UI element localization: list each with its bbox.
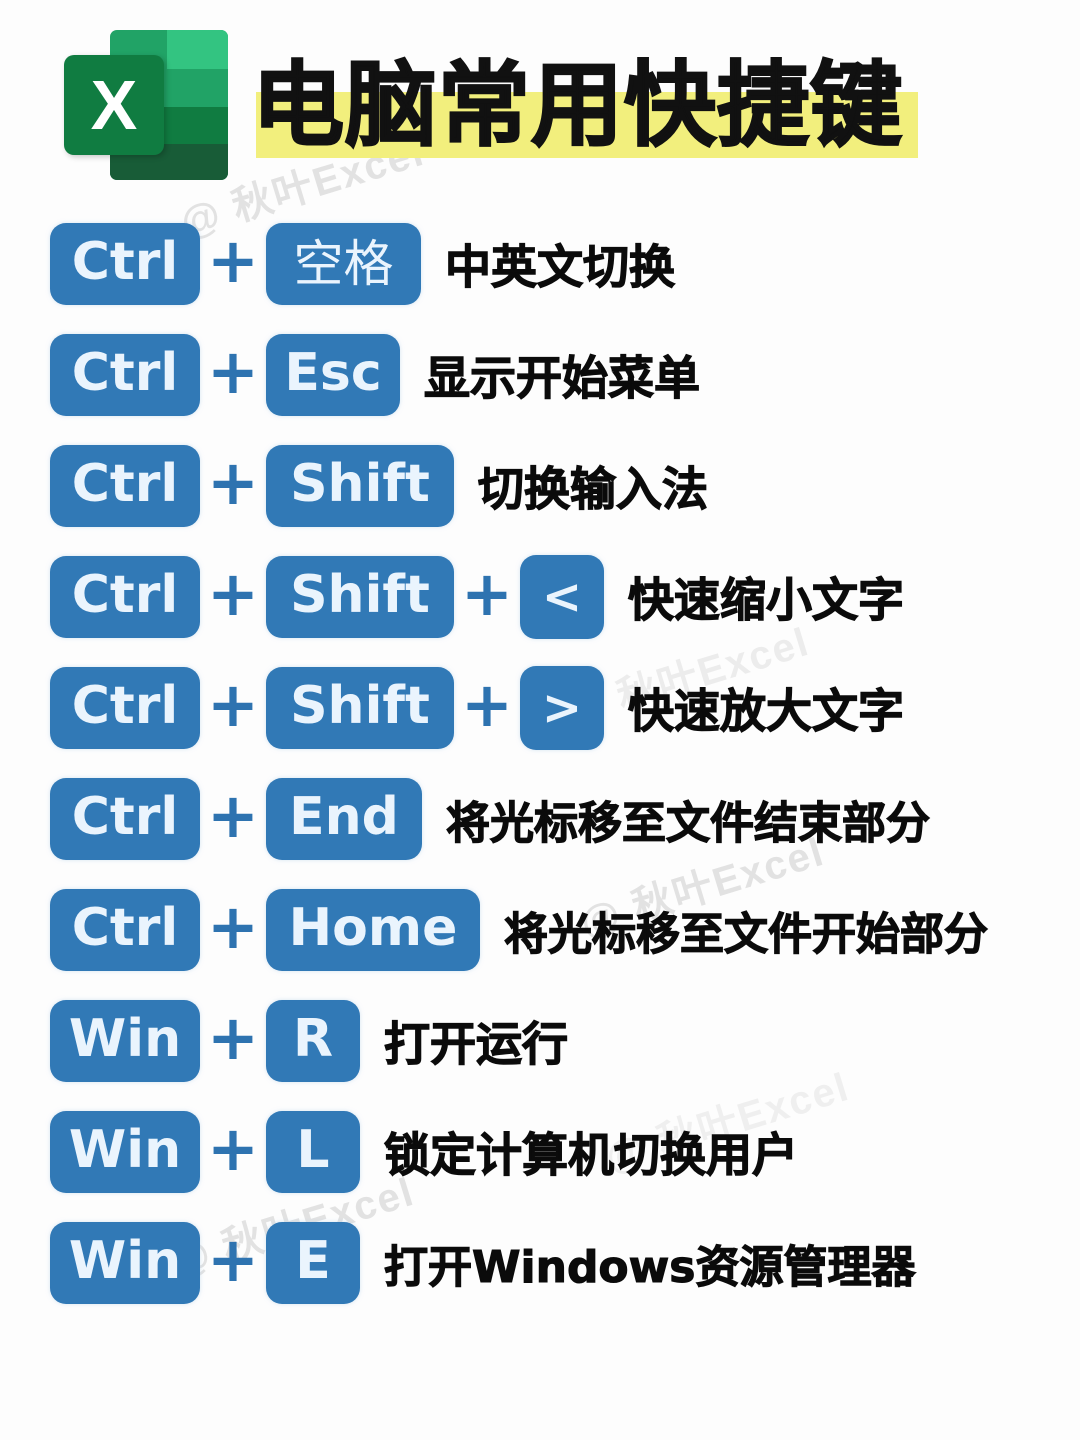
key-cap-shift: Shift [266,666,454,749]
key-cap-r: R [266,999,360,1082]
excel-grid-cell [167,30,228,69]
key-cap-空格: 空格 [266,222,421,305]
plus-separator-icon: + [461,556,513,630]
plus-separator-icon: + [207,1222,259,1296]
shortcut-description: 中英文切换 [444,239,675,294]
key-cap-<: < [520,554,604,639]
shortcut-row: Ctrl+Esc 显示开始菜单 [0,319,1080,430]
excel-tile: X [64,55,164,155]
key-cap-ctrl: Ctrl [50,222,200,305]
key-cap-win: Win [50,1110,200,1193]
key-cap-e: E [266,1221,360,1304]
shortcut-row: Win+R 打开运行 [0,985,1080,1096]
shortcut-row: Ctrl+Shift 切换输入法 [0,430,1080,541]
plus-separator-icon: + [207,556,259,630]
key-cap-ctrl: Ctrl [50,666,200,749]
shortcut-description: 切换输入法 [477,461,708,516]
shortcut-description: 快速缩小文字 [627,572,904,627]
shortcut-row: Ctrl+Home 将光标移至文件开始部分 [0,874,1080,985]
plus-separator-icon: + [207,445,259,519]
shortcut-description: 锁定计算机切换用户 [383,1127,798,1182]
shortcut-description: 显示开始菜单 [423,350,700,405]
shortcut-row: Ctrl+空格中英文切换 [0,208,1080,319]
shortcut-row: Ctrl+Shift+<快速缩小文字 [0,541,1080,652]
key-cap-ctrl: Ctrl [50,777,200,860]
page-title-wrap: 电脑常用快捷键 [251,46,918,166]
shortcut-row: Ctrl+Shift+>快速放大文字 [0,652,1080,763]
plus-separator-icon: + [207,1111,259,1185]
title-highlight [256,92,918,158]
plus-separator-icon: + [207,1000,259,1074]
shortcut-description: 打开运行 [383,1016,568,1071]
key-cap-ctrl: Ctrl [50,333,200,416]
key-cap-home: Home [266,888,480,971]
key-cap-end: End [266,777,422,860]
shortcut-row: Win+L 锁定计算机切换用户 [0,1096,1080,1207]
shortcut-row: Win+E 打开Windows资源管理器 [0,1207,1080,1318]
key-cap-shift: Shift [266,444,454,527]
page-title: 电脑常用快捷键 [251,52,904,160]
excel-logo-letter: X [90,66,138,144]
excel-grid-cell [167,107,228,144]
shortcut-description: 快速放大文字 [627,683,904,738]
plus-separator-icon: + [461,667,513,741]
plus-separator-icon: + [207,667,259,741]
key-cap-esc: Esc [266,333,400,416]
plus-separator-icon: + [207,334,259,408]
key-cap-ctrl: Ctrl [50,888,200,971]
excel-logo-icon: X [64,22,236,188]
shortcut-description: 将光标移至文件开始部分 [503,908,988,960]
excel-grid-cell [167,69,228,107]
shortcut-description: 将光标移至文件结束部分 [445,797,930,849]
plus-separator-icon: + [207,223,259,297]
page-header: X 电脑常用快捷键 [0,0,1080,200]
shortcut-row: Ctrl+End 将光标移至文件结束部分 [0,763,1080,874]
key-cap-ctrl: Ctrl [50,444,200,527]
shortcut-description: 打开Windows资源管理器 [383,1241,916,1293]
key-cap-win: Win [50,999,200,1082]
key-cap-l: L [266,1110,360,1193]
key-cap-ctrl: Ctrl [50,555,200,638]
key-cap-win: Win [50,1221,200,1304]
plus-separator-icon: + [207,778,259,852]
plus-separator-icon: + [207,889,259,963]
key-cap-shift: Shift [266,555,454,638]
key-cap->: > [520,665,604,750]
